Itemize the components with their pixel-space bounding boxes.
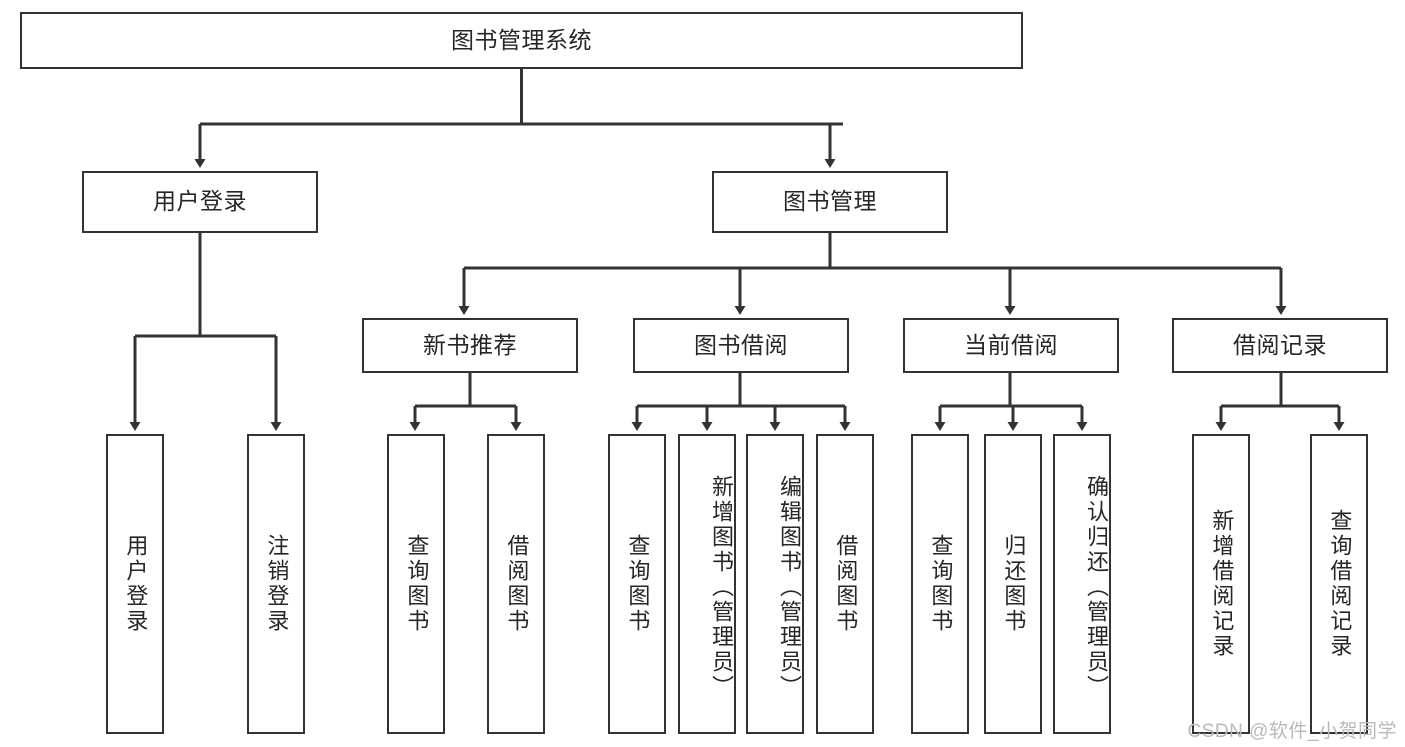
node-book-management[interactable]: 图书管理 (712, 171, 948, 233)
node-leaf-logout-login[interactable]: 注销登录 (247, 434, 305, 734)
node-leaf-query-book-2[interactable]: 查询图书 (608, 434, 666, 734)
node-leaf-edit-book-admin[interactable]: 编辑图书（管理员） (746, 434, 804, 734)
node-leaf-query-book-3[interactable]: 查询图书 (911, 434, 969, 734)
node-leaf-user-login[interactable]: 用户登录 (106, 434, 164, 734)
node-leaf-query-book-1[interactable]: 查询图书 (387, 434, 445, 734)
node-leaf-borrow-book-2[interactable]: 借阅图书 (816, 434, 874, 734)
node-user-login[interactable]: 用户登录 (82, 171, 318, 233)
node-leaf-add-borrow-record[interactable]: 新增借阅记录 (1192, 434, 1250, 734)
node-leaf-borrow-book-1[interactable]: 借阅图书 (487, 434, 545, 734)
node-book-borrow[interactable]: 图书借阅 (633, 318, 849, 373)
node-leaf-confirm-return-admin[interactable]: 确认归还（管理员） (1053, 434, 1111, 734)
node-new-book-recommend[interactable]: 新书推荐 (362, 318, 578, 373)
csdn-watermark: CSDN @软件_小贺同学 (1187, 721, 1397, 742)
node-leaf-return-book[interactable]: 归还图书 (984, 434, 1042, 734)
node-borrow-record[interactable]: 借阅记录 (1172, 318, 1388, 373)
node-root[interactable]: 图书管理系统 (20, 12, 1023, 69)
node-current-borrow[interactable]: 当前借阅 (903, 318, 1119, 373)
node-leaf-add-book-admin[interactable]: 新增图书（管理员） (678, 434, 736, 734)
node-leaf-query-borrow-record[interactable]: 查询借阅记录 (1310, 434, 1368, 734)
